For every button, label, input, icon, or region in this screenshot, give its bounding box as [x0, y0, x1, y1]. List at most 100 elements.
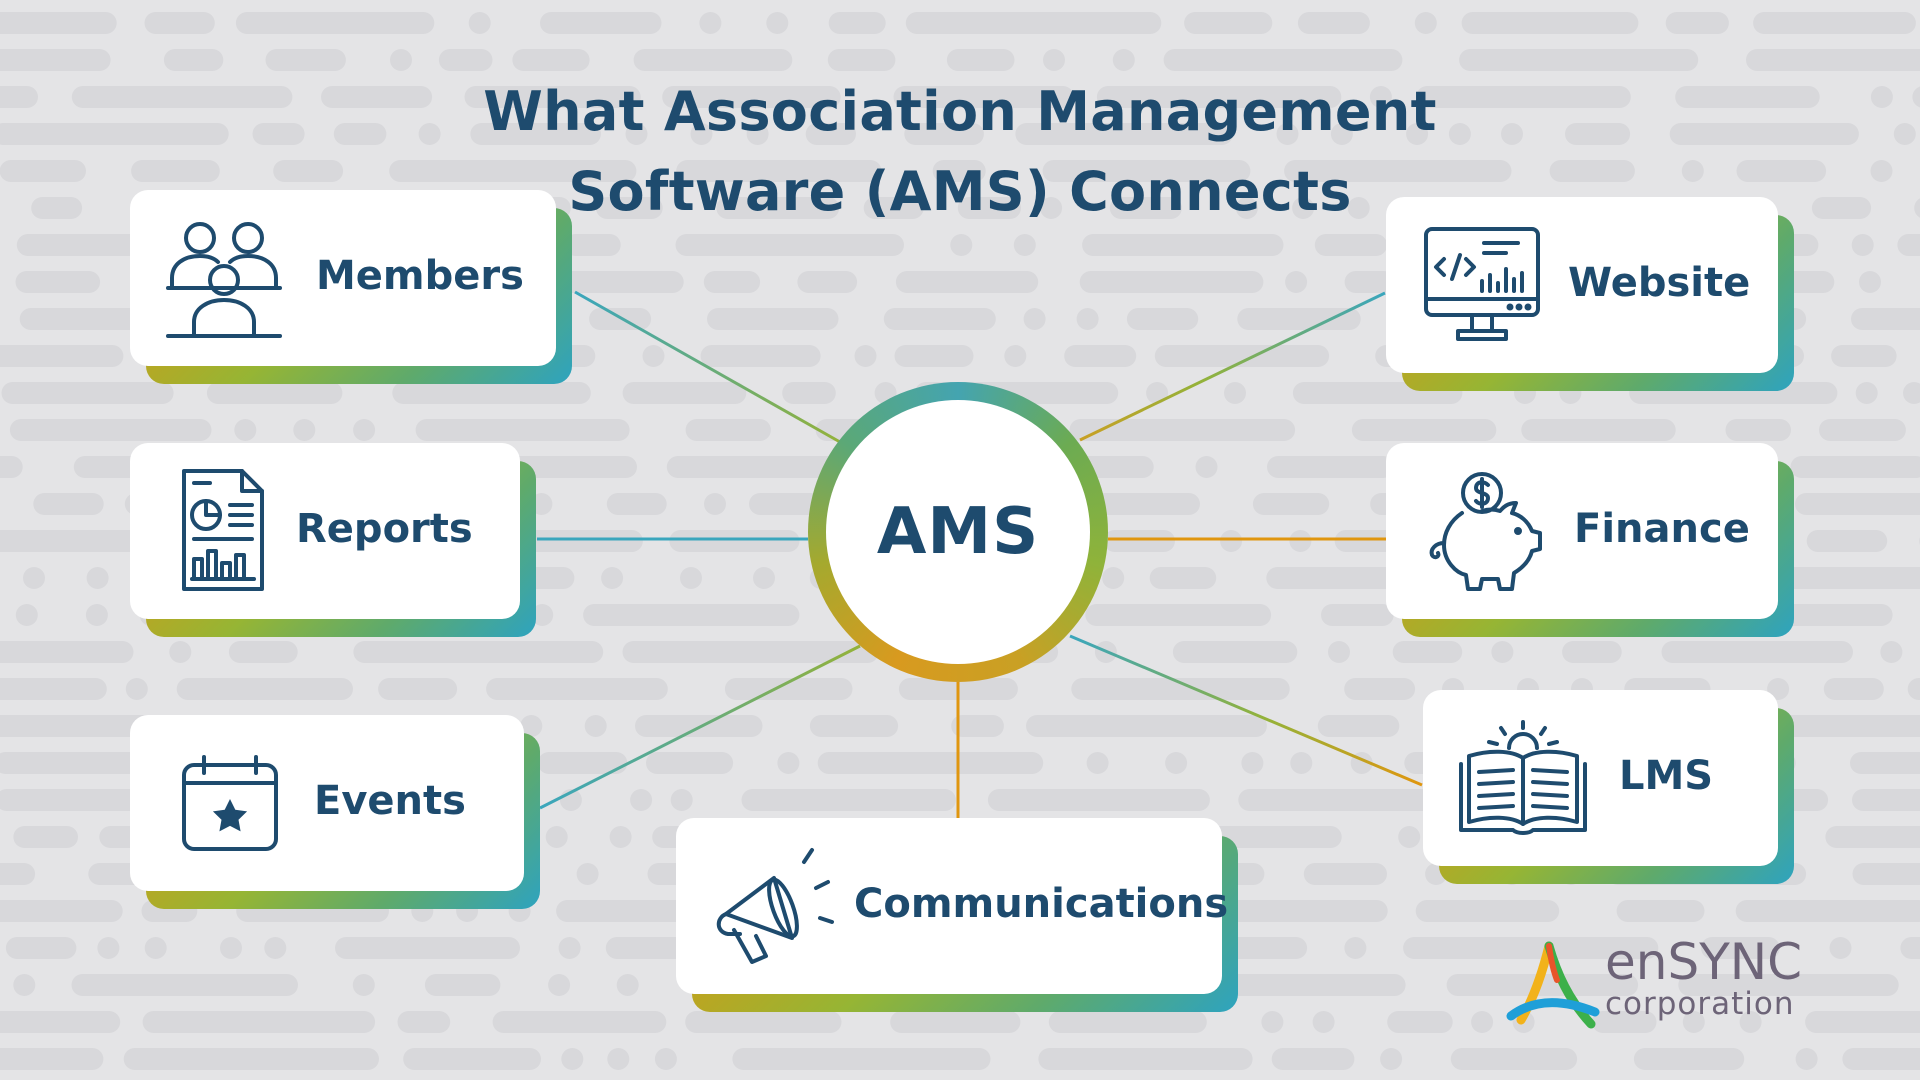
background-dash	[0, 160, 86, 182]
open-book-icon	[1455, 718, 1591, 838]
background-dash	[486, 678, 668, 700]
background-dash	[1739, 1011, 1762, 1033]
background-dash	[1015, 123, 1233, 145]
background-dash	[675, 234, 904, 256]
background-dash	[1252, 493, 1330, 515]
background-dash	[1, 382, 174, 404]
background-dash	[564, 234, 621, 256]
background-dash	[403, 1048, 541, 1070]
background-dash	[1914, 198, 1920, 218]
background-dash	[15, 271, 101, 293]
background-dash	[707, 308, 839, 330]
background-dash	[1042, 160, 1251, 182]
background-dash	[1907, 678, 1920, 700]
background-dash	[0, 12, 117, 34]
background-dash	[520, 715, 543, 737]
background-dash	[894, 345, 974, 367]
node-card: Website	[1386, 197, 1778, 373]
background-dash	[1038, 1048, 1253, 1070]
background-dash	[33, 493, 104, 515]
background-dash	[1414, 12, 1437, 34]
background-dash	[699, 12, 722, 34]
background-dash	[1043, 49, 1065, 71]
background-dash	[662, 86, 841, 108]
background-dash	[1415, 900, 1560, 922]
background-dash	[234, 419, 257, 441]
background-dash	[545, 826, 568, 848]
background-dash	[1562, 641, 1622, 663]
background-dash	[1224, 382, 1246, 404]
background-dash	[1831, 345, 1897, 367]
background-dash	[333, 123, 387, 145]
report-document-icon	[180, 467, 266, 593]
background-dash	[415, 419, 630, 441]
background-dash	[0, 1048, 104, 1070]
background-dash	[1238, 789, 1460, 811]
background-dash	[142, 1011, 376, 1033]
background-dash	[670, 789, 693, 811]
background-dash	[378, 678, 458, 700]
background-dash	[1351, 419, 1497, 441]
background-dash	[1076, 308, 1099, 330]
background-dash	[1701, 937, 1780, 959]
background-dash	[607, 1048, 630, 1070]
background-dash	[1195, 456, 1218, 478]
background-dash	[676, 160, 882, 182]
background-dash	[1328, 641, 1350, 663]
background-dash	[0, 86, 38, 108]
background-dash	[1735, 900, 1920, 922]
background-dash	[252, 123, 305, 145]
background-dash	[609, 826, 632, 848]
background-dash	[1079, 271, 1264, 293]
background-dash	[468, 12, 491, 34]
background-dash	[883, 308, 996, 330]
background-dash	[1852, 863, 1920, 885]
background-dash	[293, 419, 316, 441]
background-dash	[1344, 937, 1367, 959]
background-dash	[642, 345, 665, 367]
background-dash	[1184, 12, 1273, 34]
background-dash	[1154, 345, 1330, 367]
background-dash	[1746, 49, 1920, 71]
background-dash	[1859, 271, 1881, 293]
background-dash	[1237, 308, 1361, 330]
background-dash	[1880, 641, 1903, 663]
background-dash	[805, 123, 856, 145]
background-dash	[1398, 826, 1421, 848]
background-dash	[1842, 1048, 1920, 1070]
background-dash	[1870, 86, 1893, 108]
ensync-logo-mark	[1506, 941, 1600, 1029]
background-dash	[1669, 123, 1859, 145]
background-dash	[1682, 1011, 1705, 1033]
background-dash	[1805, 1011, 1920, 1033]
background-dash	[0, 49, 111, 71]
background-dash	[123, 1048, 379, 1070]
background-dash	[390, 49, 412, 71]
background-dash	[854, 345, 877, 367]
background-dash	[0, 678, 107, 700]
background-dash	[1549, 160, 1635, 182]
background-dash	[353, 419, 376, 441]
background-dash	[680, 567, 702, 589]
background-dash	[0, 456, 23, 478]
background-dash	[987, 789, 1210, 811]
background-dash	[1900, 937, 1920, 959]
background-dash	[1521, 419, 1676, 441]
background-dash	[1064, 345, 1137, 367]
background-dash	[163, 49, 224, 71]
background-dash	[464, 86, 641, 108]
background-dash	[206, 382, 343, 404]
background-dash	[15, 604, 38, 626]
background-dash	[1416, 86, 1631, 108]
background-dash	[397, 1011, 451, 1033]
node-card: LMS	[1423, 690, 1778, 866]
background-dash	[828, 12, 886, 34]
background-dash	[1085, 604, 1272, 626]
node-finance: Finance	[1386, 443, 1794, 637]
background-dash	[700, 345, 821, 367]
background-dash	[646, 752, 734, 774]
background-dash	[1102, 567, 1125, 589]
node-reports: Reports	[130, 443, 536, 637]
background-dash	[1172, 641, 1298, 663]
background-dash	[1811, 197, 1872, 219]
